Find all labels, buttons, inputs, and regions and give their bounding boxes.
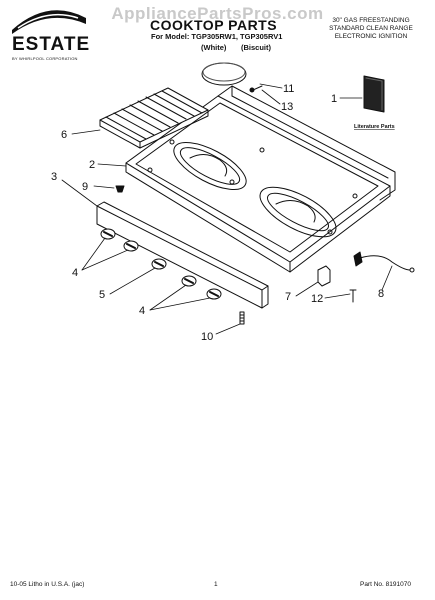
desc-line-2: STANDARD CLEAN RANGE [329, 25, 413, 32]
estate-logo: ESTATE BY WHIRLPOOL CORPORATION [8, 4, 90, 64]
screw-10-icon [239, 311, 245, 325]
control-panel-bar [96, 201, 269, 309]
screw-13-icon [249, 85, 263, 93]
burner-cap [201, 62, 247, 86]
callout-8: 8 [378, 288, 384, 300]
callout-7: 7 [285, 291, 291, 303]
callout-5: 5 [99, 289, 105, 301]
leader-lines [61, 83, 393, 335]
igniter-wire-icon [353, 251, 415, 273]
callout-3: 3 [51, 171, 57, 183]
callout-4-left: 4 [72, 267, 78, 279]
callout-11: 11 [283, 83, 294, 95]
callout-10: 10 [201, 331, 213, 343]
brand-name: ESTATE [12, 34, 91, 55]
literature-booklet-icon [363, 75, 385, 113]
color-white-label: (White) [201, 43, 227, 52]
callout-2: 2 [89, 159, 95, 171]
surface-grate [99, 87, 209, 149]
watermark: AppliancePartsPros.com [111, 4, 324, 23]
range-description: 30" GAS FREESTANDING STANDARD CLEAN RANG… [316, 17, 426, 41]
screw-12-icon [349, 289, 357, 303]
footer-page-number: 1 [214, 581, 218, 588]
brand-subtitle: BY WHIRLPOOL CORPORATION [12, 56, 78, 61]
page-title: COOKTOP PARTS [150, 17, 278, 33]
logo-swoosh-icon [12, 10, 86, 34]
callout-6: 6 [61, 129, 67, 141]
callout-9: 9 [82, 181, 88, 193]
footer-litho: 10-05 Litho in U.S.A. (jac) [10, 581, 85, 588]
control-knobs [100, 228, 222, 300]
callout-13: 13 [281, 101, 293, 113]
callout-1: 1 [331, 93, 337, 105]
bracket-7-icon [317, 265, 331, 287]
desc-line-1: 30" GAS FREESTANDING [332, 17, 410, 24]
color-biscuit-label: (Biscuit) [241, 43, 271, 52]
callout-4-right: 4 [139, 305, 145, 317]
screw-9-icon [115, 185, 125, 193]
model-line: For Model: TGP305RW1, TGP305RV1 [151, 32, 283, 41]
footer-part-number: Part No. 8191070 [360, 581, 411, 588]
callout-12: 12 [311, 293, 323, 305]
callout-numbers: 1 2 3 4 4 5 6 7 8 9 10 11 13 12 [51, 83, 384, 343]
desc-line-3: ELECTRONIC IGNITION [334, 33, 408, 40]
literature-parts-label: Literature Parts [354, 124, 395, 130]
